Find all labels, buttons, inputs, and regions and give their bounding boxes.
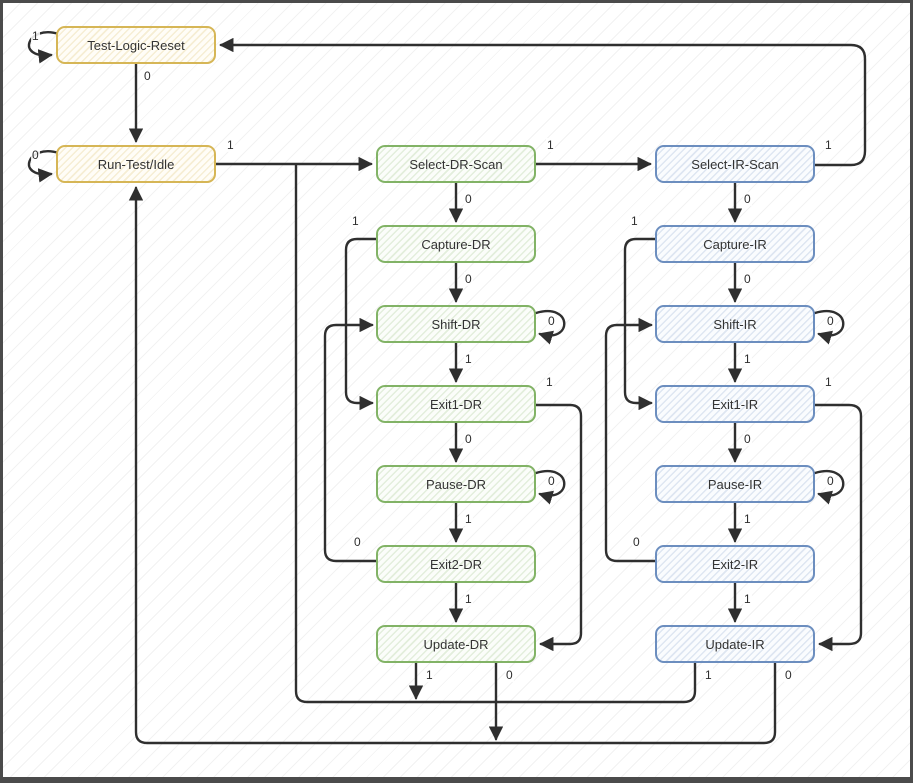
- transition-label-tlr-self: 1: [31, 29, 40, 43]
- transition-label-exit1ir-pauseir: 0: [743, 432, 752, 446]
- state-label: Pause-IR: [707, 476, 763, 492]
- transition-label-rti-selectdr: 1: [226, 138, 235, 152]
- bus-update-to-run-test-idle: [128, 186, 777, 745]
- edge-rti-self-loop: [27, 150, 61, 183]
- state-label: Shift-DR: [431, 316, 481, 332]
- state-label: Capture-DR: [421, 236, 491, 252]
- state-label: Capture-IR: [703, 236, 767, 252]
- transition-label-exit2ir-shiftir: 0: [632, 535, 641, 549]
- edge-exit1-dr-to-update-dr-right: [534, 403, 583, 652]
- edge-pause-ir-self-loop: [813, 470, 845, 505]
- state-shift-dr[interactable]: Shift-DR: [376, 305, 536, 343]
- transition-label-pausedr-self: 0: [547, 474, 556, 488]
- transition-label-selectir-tlr: 1: [824, 138, 833, 152]
- state-exit1-dr[interactable]: Exit1-DR: [376, 385, 536, 423]
- edge-exit2-dr-to-shift-dr: [323, 317, 378, 563]
- state-label: Select-DR-Scan: [409, 156, 503, 172]
- state-label: Exit2-IR: [711, 556, 759, 572]
- transition-label-capturedr-shiftdr: 0: [464, 272, 473, 286]
- transition-label-exit1ir-updateir: 1: [824, 375, 833, 389]
- state-capture-dr[interactable]: Capture-DR: [376, 225, 536, 263]
- edge-capture-dr-to-exit1-dr: [344, 237, 378, 411]
- state-exit1-ir[interactable]: Exit1-IR: [655, 385, 815, 423]
- transition-label-updateir-rti: 0: [784, 668, 793, 682]
- edge-select-ir-to-tlr: [219, 37, 867, 167]
- transition-label-shiftir-self: 0: [826, 314, 835, 328]
- transition-label-rti-self: 0: [31, 148, 40, 162]
- state-capture-ir[interactable]: Capture-IR: [655, 225, 815, 263]
- state-select-ir-scan[interactable]: Select-IR-Scan: [655, 145, 815, 183]
- transition-label-shiftir-exit1ir: 1: [743, 352, 752, 366]
- state-label: Test-Logic-Reset: [87, 37, 185, 53]
- state-label: Shift-IR: [713, 316, 757, 332]
- state-update-ir[interactable]: Update-IR: [655, 625, 815, 663]
- transition-label-captureir-shiftir: 0: [743, 272, 752, 286]
- transition-label-shiftdr-self: 0: [547, 314, 556, 328]
- edge-exit1-ir-to-update-ir-right: [813, 403, 863, 652]
- state-update-dr[interactable]: Update-DR: [376, 625, 536, 663]
- transition-label-exit1dr-updatedr: 1: [545, 375, 554, 389]
- state-exit2-dr[interactable]: Exit2-DR: [376, 545, 536, 583]
- transition-label-selectdr-capturedr: 0: [464, 192, 473, 206]
- transition-label-exit2ir-updateir: 1: [743, 592, 752, 606]
- state-select-dr-scan[interactable]: Select-DR-Scan: [376, 145, 536, 183]
- state-label: Exit1-DR: [429, 396, 482, 412]
- bus-update-to-select-dr: [294, 163, 697, 704]
- state-label: Update-IR: [705, 636, 765, 652]
- edge-shift-dr-self-loop: [534, 310, 566, 345]
- transition-label-tlr-rti: 0: [143, 69, 152, 83]
- state-label: Update-DR: [423, 636, 489, 652]
- transition-label-selectir-captureir: 0: [743, 192, 752, 206]
- transition-label-captureir-exit1ir: 1: [630, 214, 639, 228]
- state-pause-dr[interactable]: Pause-DR: [376, 465, 536, 503]
- transition-label-selectdr-selectir: 1: [546, 138, 555, 152]
- transition-label-exit2dr-shiftdr: 0: [353, 535, 362, 549]
- transition-label-pausedr-exit2dr: 1: [464, 512, 473, 526]
- transition-label-updateir-selectdr: 1: [704, 668, 713, 682]
- transition-label-pauseir-exit2ir: 1: [743, 512, 752, 526]
- state-label: Run-Test/Idle: [97, 156, 175, 172]
- state-test-logic-reset[interactable]: Test-Logic-Reset: [56, 26, 216, 64]
- transition-label-pauseir-self: 0: [826, 474, 835, 488]
- transition-label-exit2dr-updatedr: 1: [464, 592, 473, 606]
- state-label: Exit1-IR: [711, 396, 759, 412]
- state-label: Select-IR-Scan: [691, 156, 779, 172]
- edge-pause-dr-self-loop: [534, 470, 566, 505]
- state-pause-ir[interactable]: Pause-IR: [655, 465, 815, 503]
- state-shift-ir[interactable]: Shift-IR: [655, 305, 815, 343]
- state-exit2-ir[interactable]: Exit2-IR: [655, 545, 815, 583]
- connectors-layer: [27, 31, 867, 745]
- transition-label-shiftdr-exit1dr: 1: [464, 352, 473, 366]
- edge-exit2-ir-to-shift-ir: [604, 317, 657, 563]
- state-label: Exit2-DR: [429, 556, 482, 572]
- edge-tlr-self-loop: [27, 31, 61, 64]
- transition-label-updatedr-selectdr: 1: [425, 668, 434, 682]
- transition-label-capturedr-exit1dr: 1: [351, 214, 360, 228]
- transition-label-updatedr-rti: 0: [505, 668, 514, 682]
- transition-label-exit1dr-pausedr: 0: [464, 432, 473, 446]
- state-run-test-idle[interactable]: Run-Test/Idle: [56, 145, 216, 183]
- edge-capture-ir-to-exit1-ir: [623, 237, 657, 411]
- edge-shift-ir-self-loop: [813, 310, 845, 345]
- state-label: Pause-DR: [426, 476, 486, 492]
